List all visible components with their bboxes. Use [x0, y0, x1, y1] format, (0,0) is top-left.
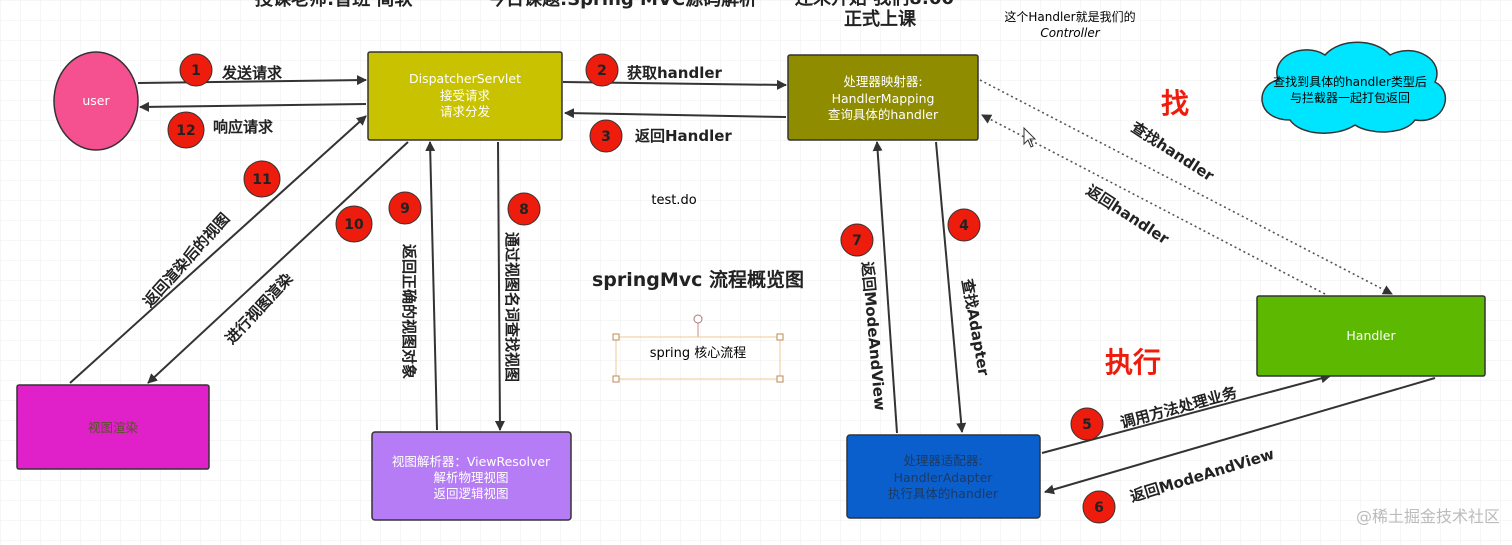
step-badge-8: 8	[507, 192, 541, 226]
adapter-line1: 处理器适配器:	[903, 453, 982, 468]
step-badge-7: 7	[840, 223, 874, 257]
cloud-note: 查找到具体的handler类型后 与拦截器一起打包返回	[1261, 41, 1446, 134]
svg-text:5: 5	[1082, 417, 1092, 433]
execute-label: 执行	[1105, 346, 1161, 379]
step-badge-9: 9	[388, 191, 422, 225]
svg-text:11: 11	[252, 172, 271, 188]
adapter-line3: 执行具体的handler	[888, 486, 999, 501]
diagram-title: springMvc 流程概览图	[592, 268, 804, 291]
node-handler-adapter[interactable]: 处理器适配器: HandlerAdapter 执行具体的handler	[846, 434, 1041, 519]
node-handler[interactable]: Handler	[1256, 295, 1486, 377]
topic-text: 今日课题:Spring MVC源码解析	[488, 0, 757, 10]
step-badge-1: 1	[179, 53, 213, 87]
dispatcher-line3: 请求分发	[440, 104, 491, 119]
node-handler-mapping[interactable]: 处理器映射器: HandlerMapping 查询具体的handler	[787, 54, 979, 141]
svg-text:10: 10	[344, 217, 364, 233]
watermark: @稀土掘金技术社区	[1356, 507, 1500, 526]
step-3-label: 返回Handler	[635, 127, 732, 145]
handler-label: Handler	[1346, 328, 1396, 343]
textbox-text: spring 核心流程	[650, 346, 747, 361]
svg-text:1: 1	[191, 63, 201, 79]
dispatcher-line2: 接受请求	[440, 88, 491, 103]
step-badge-3: 3	[589, 119, 623, 153]
mapping-line1: 处理器映射器:	[843, 74, 922, 89]
step-badge-5: 5	[1070, 407, 1104, 441]
arrow-6	[1044, 377, 1436, 495]
svg-text:12: 12	[176, 123, 195, 139]
node-dispatcher[interactable]: DispatcherServlet 接受请求 请求分发	[367, 51, 563, 141]
svg-text:3: 3	[601, 129, 611, 145]
arrow-8	[494, 141, 505, 431]
resolver-line1: 视图解析器：ViewResolver	[392, 454, 551, 469]
step-badge-2: 2	[585, 53, 619, 87]
arrow-12	[139, 101, 367, 112]
step-badge-6: 6	[1082, 490, 1116, 524]
step-badges: 1 2 3 4 5 6 7 8 9 10 11 12	[167, 53, 1116, 524]
arrow-11	[69, 115, 367, 384]
svg-text:2: 2	[597, 63, 607, 79]
note-line2: Controller	[1040, 26, 1100, 40]
test-do-text: test.do	[651, 193, 696, 208]
resolver-line2: 解析物理视图	[433, 470, 508, 485]
arrow-3	[564, 108, 787, 119]
start-partial-text: 还未开始 我们8:00	[794, 0, 954, 9]
step-badge-12: 12	[167, 111, 205, 149]
arrow-find-handler	[979, 79, 1393, 295]
selected-textbox[interactable]: spring 核心流程	[612, 314, 784, 383]
note-line1: 这个Handler就是我们的	[1004, 9, 1135, 24]
adapter-line2: HandlerAdapter	[894, 470, 994, 485]
svg-text:6: 6	[1094, 500, 1104, 516]
step-1-label: 发送请求	[221, 64, 283, 82]
arrow-9	[425, 141, 438, 431]
arrow-7	[872, 141, 898, 434]
resolver-line3: 返回逻辑视图	[433, 486, 508, 501]
svg-text:7: 7	[852, 233, 862, 249]
svg-text:8: 8	[519, 202, 529, 218]
teacher-text: 授课老师:普班 简软	[255, 0, 412, 10]
node-user[interactable]: user	[53, 51, 139, 151]
mouse-cursor-icon	[1023, 126, 1037, 148]
step-badge-11: 11	[243, 160, 281, 198]
mapping-line3: 查询具体的handler	[828, 107, 939, 122]
node-view-render[interactable]: 视图渲染	[16, 384, 210, 470]
dispatcher-line1: DispatcherServlet	[409, 71, 521, 86]
arrow-4	[935, 141, 967, 433]
cloud-line1: 查找到具体的handler类型后	[1273, 74, 1427, 89]
svg-text:9: 9	[400, 201, 410, 217]
step-badge-10: 10	[335, 205, 373, 243]
render-label: 视图渲染	[88, 420, 139, 435]
svg-text:4: 4	[959, 218, 969, 234]
step-2-label: 获取handler	[627, 64, 723, 82]
step-badge-4: 4	[947, 208, 981, 242]
step-12-label: 响应请求	[213, 118, 274, 136]
cloud-line2: 与拦截器一起打包返回	[1290, 91, 1410, 105]
mapping-line2: HandlerMapping	[832, 91, 935, 106]
start-text: 正式上课	[844, 8, 917, 30]
step-8-label: 通过视图名词查找视图	[503, 232, 521, 382]
step-9-label: 返回正确的视图对象	[400, 244, 418, 379]
arrow-10	[147, 141, 409, 384]
node-view-resolver[interactable]: 视图解析器：ViewResolver 解析物理视图 返回逻辑视图	[371, 431, 572, 521]
find-label: 找	[1161, 87, 1189, 120]
user-label: user	[82, 93, 110, 108]
arrow-1	[137, 75, 367, 86]
